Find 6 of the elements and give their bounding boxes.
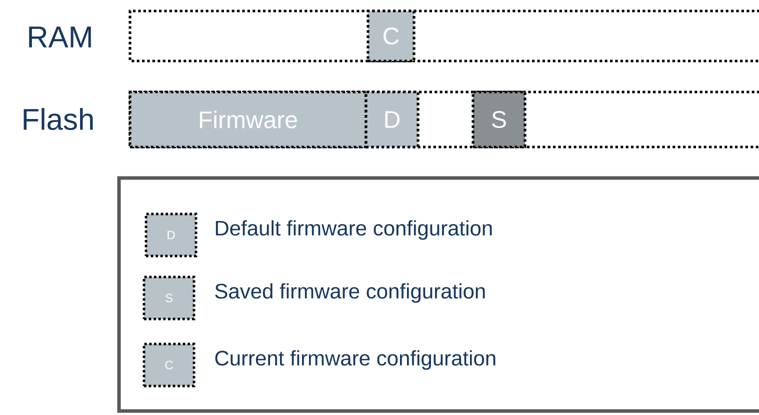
legend-text: Saved firmware configuration xyxy=(215,283,485,303)
memory-block: S xyxy=(472,90,526,148)
memory-block: C xyxy=(366,10,416,62)
legend-text: Current firmware configuration xyxy=(215,350,496,370)
memory-block: D xyxy=(364,90,420,148)
legend-text: Default firmware configuration xyxy=(216,220,492,240)
